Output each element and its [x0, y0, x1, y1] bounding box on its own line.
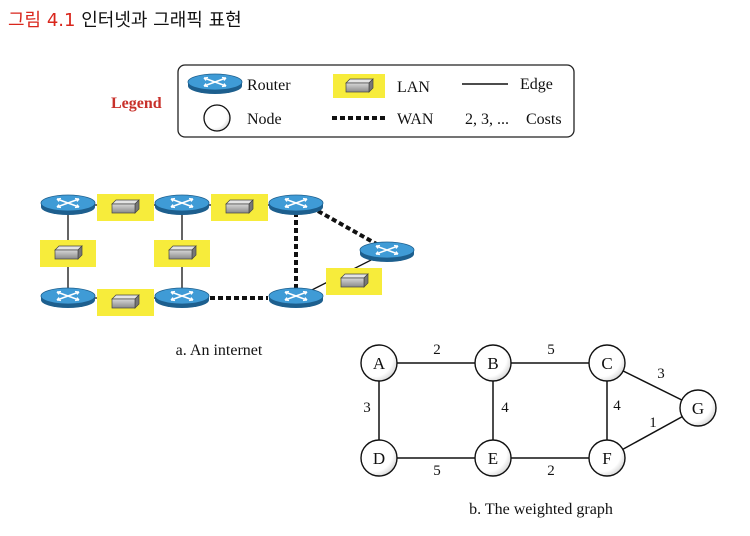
router-icon: [268, 194, 324, 216]
graph-costs: 2 5 3 3 4 4 1 5 2: [363, 342, 665, 479]
graph-node-label: C: [601, 354, 612, 373]
internet-wan-links: [210, 209, 381, 300]
lan-icon: [225, 199, 254, 214]
internet-diagram: a. An internet: [40, 194, 415, 359]
legend-node-label: Node: [247, 111, 282, 128]
legend: Legend Router Node LAN WAN Edge 2, 3, ..…: [111, 64, 575, 138]
legend-lan-icon: [345, 78, 374, 93]
graph-node-a: [360, 344, 398, 382]
legend-router-label: Router: [247, 77, 291, 94]
graph-node-f: [588, 439, 626, 477]
graph-node-label: D: [373, 449, 385, 468]
wan-link: [317, 209, 381, 248]
edge-cost-label: 3: [363, 400, 371, 416]
router-icon: [359, 241, 415, 263]
graph-node-label: E: [488, 449, 498, 468]
figure-title-text: 인터넷과 그래픽 표현: [81, 10, 242, 31]
legend-costs-values: 2, 3, ...: [465, 111, 509, 128]
caption-weighted-graph: b. The weighted graph: [469, 501, 613, 518]
lan-icon: [54, 245, 83, 260]
legend-wan-label: WAN: [397, 111, 434, 128]
router-icon: [40, 287, 96, 309]
legend-heading: Legend: [111, 95, 162, 112]
legend-router-icon: [187, 73, 243, 95]
graph-node-label: G: [692, 399, 704, 418]
graph-node-d: [360, 439, 398, 477]
graph-node-e: [474, 439, 512, 477]
edge-cost-label: 4: [613, 398, 621, 414]
caption-internet: a. An internet: [176, 342, 263, 359]
graph-node-c: [588, 344, 626, 382]
lan-icon: [168, 245, 197, 260]
graph-node-label: B: [487, 354, 498, 373]
graph-edges: [378, 362, 699, 459]
edge-cost-label: 2: [547, 463, 555, 479]
lan-icon: [111, 294, 140, 309]
edge-cost-label: 3: [657, 366, 665, 382]
legend-edge-label: Edge: [520, 76, 553, 93]
legend-costs-label: Costs: [526, 111, 562, 128]
graph-node-b: [474, 344, 512, 382]
edge-cost-label: 5: [547, 342, 555, 358]
router-icon: [154, 287, 210, 309]
graph-node-label: A: [373, 354, 386, 373]
edge-cost-label: 1: [649, 415, 657, 431]
graph-node-label: F: [602, 449, 611, 468]
figure-title: 그림 4.1 인터넷과 그래픽 표현: [8, 6, 242, 32]
figure-number: 그림 4.1: [8, 10, 76, 31]
legend-box: [177, 64, 575, 138]
graph-node-g: [679, 389, 717, 427]
edge-cost-label: 2: [433, 342, 441, 358]
edge-cost-label: 5: [433, 463, 441, 479]
router-icon: [154, 194, 210, 216]
router-icon: [40, 194, 96, 216]
lan-icon: [340, 273, 369, 288]
edge-cost-label: 4: [501, 400, 509, 416]
weighted-graph: 2 5 3 3 4 4 1 5 2 A B C D E F G b. The weighted graph: [360, 342, 717, 518]
graph-nodes: A B C D E F G: [360, 344, 717, 477]
legend-node-icon: [203, 104, 231, 132]
router-icon: [268, 287, 324, 309]
legend-lan-label: LAN: [397, 79, 430, 96]
lan-icon: [111, 199, 140, 214]
